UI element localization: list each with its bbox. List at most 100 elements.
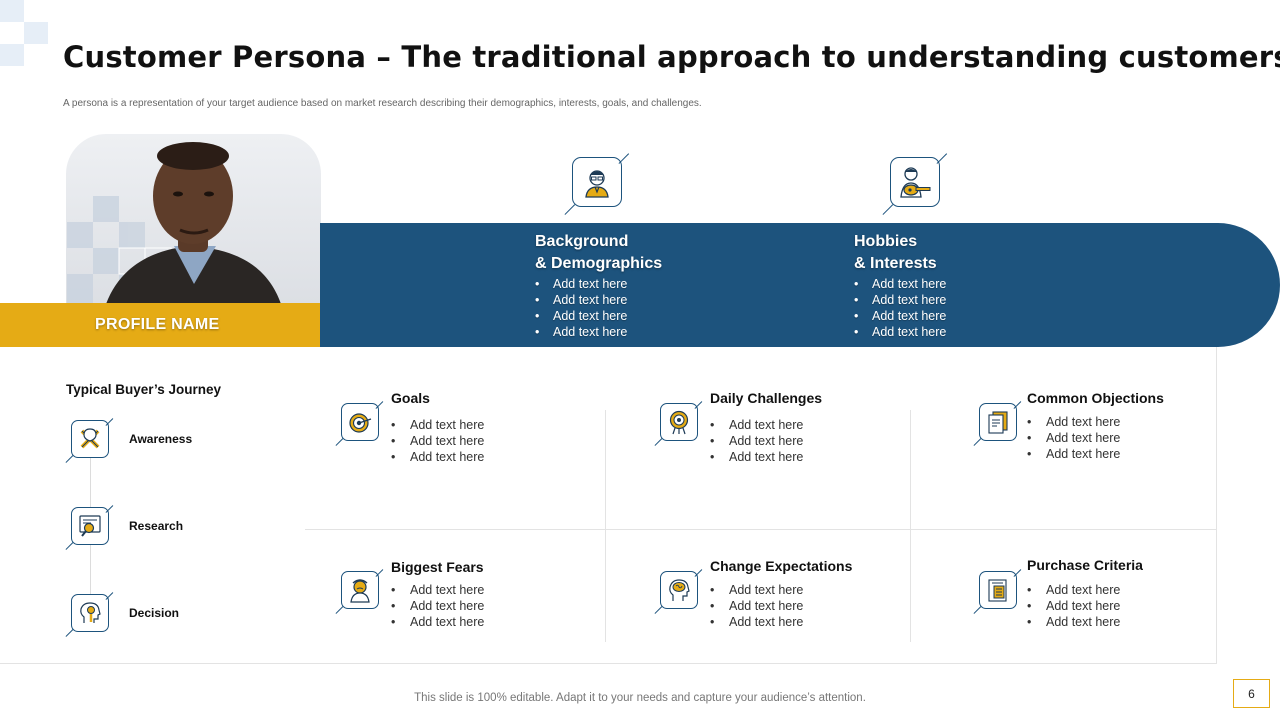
corner-decoration (0, 0, 52, 70)
list-item: Add text here (391, 582, 484, 598)
goals-slash (335, 438, 344, 447)
background-list: Add text here Add text here Add text her… (535, 276, 662, 340)
purchase-criteria-title: Purchase Criteria (1027, 557, 1143, 573)
list-item: Add text here (1027, 614, 1120, 630)
list-item: Add text here (1027, 430, 1120, 446)
list-item: Add text here (710, 614, 803, 630)
hobbies-icon-slash-top (936, 153, 948, 165)
list-item: Add text here (710, 582, 803, 598)
goals-title: Goals (391, 390, 430, 406)
daily-challenges-slash-top (694, 401, 703, 410)
awareness-slash-top (105, 418, 114, 427)
daily-challenges-title: Daily Challenges (710, 390, 823, 406)
common-objections-slash-top (1013, 401, 1022, 410)
research-slash (65, 542, 74, 551)
decision-icon-box (71, 594, 109, 632)
hobbies-icon-box (890, 157, 940, 207)
profile-name-bar: PROFILE NAME (0, 303, 320, 347)
grid-col-line-1 (605, 410, 606, 642)
target-board-icon (669, 410, 689, 435)
list-item: Add text here (391, 614, 484, 630)
background-title-line2: & Demographics (535, 255, 663, 272)
list-item: Add text here (535, 324, 662, 340)
hobbies-list: Add text here Add text here Add text her… (854, 276, 946, 340)
common-objections-title: Common Objections (1027, 390, 1164, 406)
purchase-criteria-list: Add text here Add text here Add text her… (1027, 582, 1120, 630)
decision-slash-top (105, 592, 114, 601)
idea-tools-icon (80, 428, 100, 449)
list-item: Add text here (710, 449, 803, 465)
change-expectations-slash (654, 606, 663, 615)
biggest-fears-slash (335, 606, 344, 615)
hobbies-icon-slash (882, 204, 894, 216)
background-icon-slash-top (618, 153, 630, 165)
purchase-criteria-icon-box (979, 571, 1017, 609)
decision-slash (65, 629, 74, 638)
daily-challenges-slash (654, 438, 663, 447)
list-item: Add text here (1027, 598, 1120, 614)
journey-title: Typical Buyer’s Journey (66, 382, 222, 397)
background-icon-box (572, 157, 622, 207)
brain-head-icon (669, 579, 690, 601)
frame-right-line (1216, 347, 1217, 664)
list-item: Add text here (854, 292, 946, 308)
journey-step-research: Research (129, 519, 184, 533)
decision-head-icon (80, 602, 101, 623)
list-item: Add text here (391, 433, 484, 449)
purchase-criteria-slash-top (1013, 569, 1022, 578)
change-expectations-icon-box (660, 571, 698, 609)
list-item: Add text here (854, 308, 946, 324)
awareness-slash (65, 455, 74, 464)
list-item: Add text here (535, 276, 662, 292)
list-item: Add text here (710, 433, 803, 449)
change-expectations-title: Change Expectations (710, 558, 853, 574)
background-title-line1: Background (535, 233, 629, 250)
common-objections-icon-box (979, 403, 1017, 441)
list-item: Add text here (391, 598, 484, 614)
daily-challenges-icon-box (660, 403, 698, 441)
goals-icon-box (341, 403, 379, 441)
journey-step-awareness: Awareness (129, 432, 193, 446)
person-with-glasses-icon (585, 170, 609, 198)
list-item: Add text here (854, 276, 946, 292)
list-item: Add text here (391, 417, 484, 433)
guitar-player-icon (900, 167, 931, 198)
list-item: Add text here (1027, 414, 1120, 430)
background-block: Background & Demographics Add text here … (535, 231, 662, 340)
worried-person-icon (350, 579, 370, 603)
list-item: Add text here (535, 292, 662, 308)
change-expectations-slash-top (694, 569, 703, 578)
page-subtitle: A persona is a representation of your ta… (63, 98, 702, 109)
grid-middle-line (305, 529, 1217, 530)
hobbies-block: Hobbies & Interests Add text here Add te… (854, 231, 946, 340)
list-item: Add text here (391, 449, 484, 465)
page-number: 6 (1233, 679, 1270, 708)
change-expectations-list: Add text here Add text here Add text her… (710, 582, 803, 630)
biggest-fears-icon-box (341, 571, 379, 609)
list-item: Add text here (710, 598, 803, 614)
checklist-icon (988, 579, 1007, 602)
background-icon-slash (564, 204, 576, 216)
target-icon (349, 413, 372, 433)
documents-icon (988, 411, 1008, 434)
frame-bottom-line (0, 663, 1217, 664)
biggest-fears-list: Add text here Add text here Add text her… (391, 582, 484, 630)
info-band (320, 223, 1280, 347)
research-slash-top (105, 505, 114, 514)
biggest-fears-slash-top (375, 569, 384, 578)
daily-challenges-list: Add text here Add text here Add text her… (710, 417, 803, 465)
page-title: Customer Persona – The traditional appro… (63, 40, 1280, 74)
list-item: Add text here (1027, 582, 1120, 598)
list-item: Add text here (1027, 446, 1120, 462)
list-item: Add text here (710, 417, 803, 433)
common-objections-slash (973, 438, 982, 447)
hobbies-title-line2: & Interests (854, 255, 937, 272)
hobbies-title-line1: Hobbies (854, 233, 918, 250)
goals-slash-top (375, 401, 384, 410)
common-objections-list: Add text here Add text here Add text her… (1027, 414, 1120, 462)
grid-col-line-2 (910, 410, 911, 642)
research-icon-box (71, 507, 109, 545)
list-item: Add text here (535, 308, 662, 324)
awareness-icon-box (71, 420, 109, 458)
list-item: Add text here (854, 324, 946, 340)
